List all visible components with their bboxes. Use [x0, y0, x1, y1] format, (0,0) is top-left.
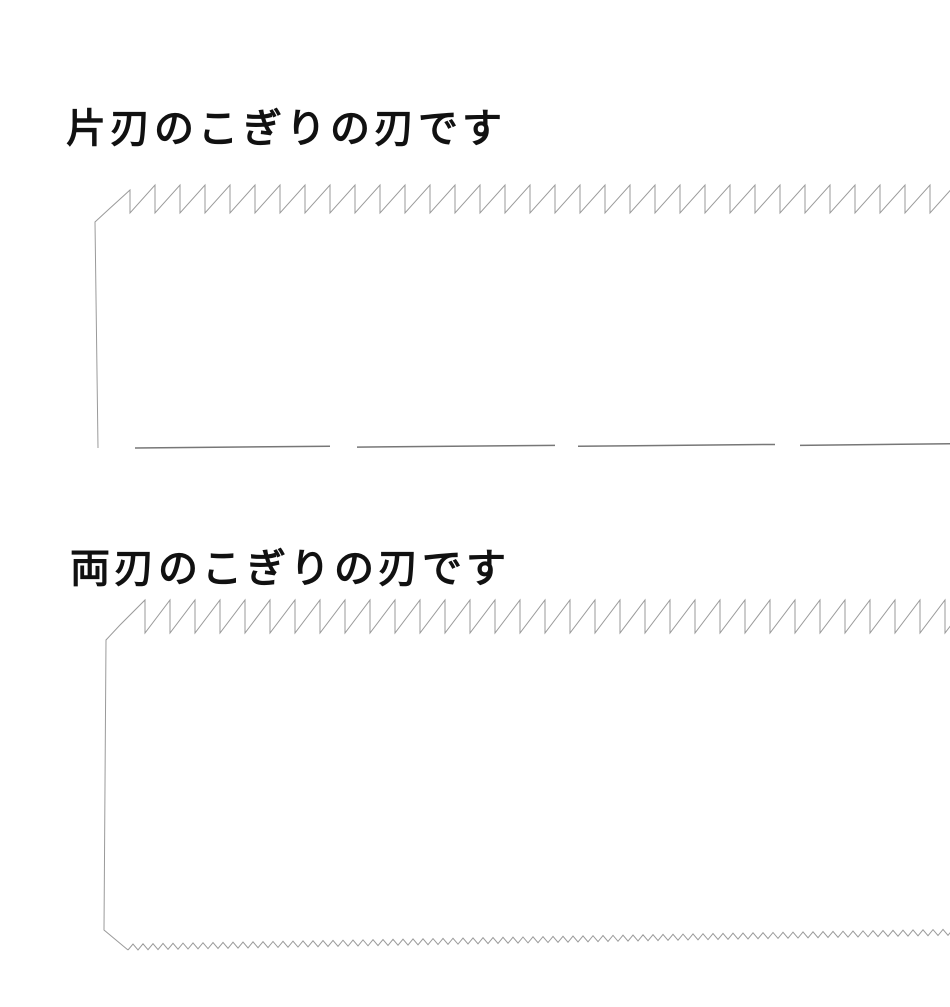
top-saw-teeth-outline: [103, 598, 950, 951]
blade-back-edge: [134, 445, 331, 449]
double-edge-saw-title: 両刃のこぎりの刃です: [70, 545, 510, 592]
blade-back-edge: [577, 443, 776, 447]
saw-teeth-outline: [94, 183, 950, 449]
single-edge-saw-title: 片刃のこぎりの刃です: [66, 105, 506, 152]
bottom-saw-teeth-outline: [127, 928, 950, 951]
single-edge-saw-blade: [94, 183, 950, 449]
blade-back-edge: [799, 442, 950, 447]
blade-back-edge: [356, 444, 556, 448]
double-edge-saw-blade: [103, 598, 950, 951]
